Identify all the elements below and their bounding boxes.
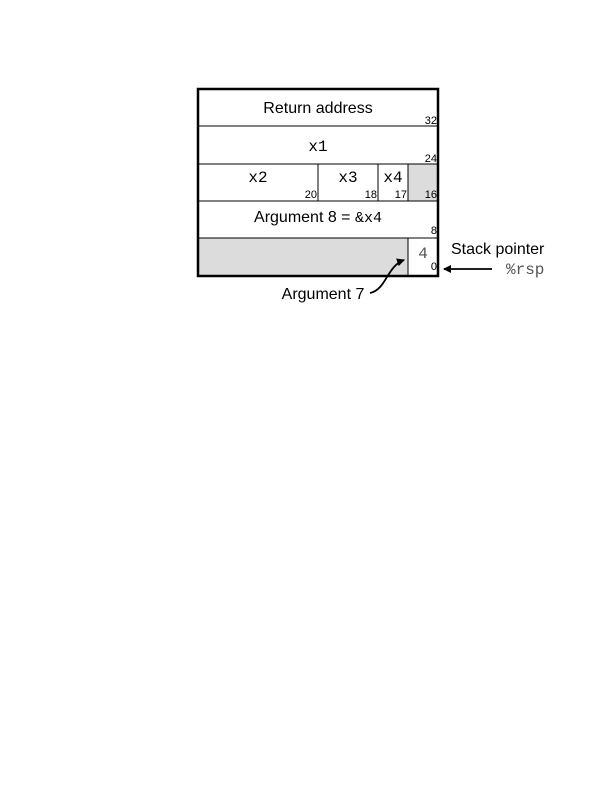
row-0-padding-shaded: [198, 238, 408, 276]
offset-label-8: 8: [431, 225, 437, 237]
x4-label: x4: [383, 169, 402, 187]
return-address-label: Return address: [263, 100, 372, 117]
offset-label-18: 18: [365, 189, 377, 201]
row-16-padding-shaded: [408, 164, 438, 201]
offset-label-17: 17: [395, 189, 407, 201]
argument-7-arrow: [369, 258, 405, 294]
argument-8-prefix: Argument 8 =: [254, 209, 355, 226]
x3-label: x3: [338, 169, 357, 187]
offset-label-16: 16: [425, 189, 437, 201]
offset-label-20: 20: [305, 189, 317, 201]
rsp-register-label: %rsp: [506, 261, 544, 279]
offset-label-24: 24: [425, 153, 437, 165]
x2-label: x2: [248, 169, 267, 187]
offset-label-0: 0: [431, 261, 437, 273]
argument-8-label: Argument 8 = &x4: [254, 209, 382, 227]
argument-7-label: Argument 7: [282, 286, 365, 303]
stack-frame-border: [196, 87, 440, 278]
offset-label-32: 32: [425, 115, 437, 127]
x1-label: x1: [308, 138, 327, 156]
argument-7-value: 4: [418, 245, 428, 263]
argument-8-code: &x4: [355, 210, 382, 227]
stack-pointer-label: Stack pointer: [451, 241, 545, 258]
